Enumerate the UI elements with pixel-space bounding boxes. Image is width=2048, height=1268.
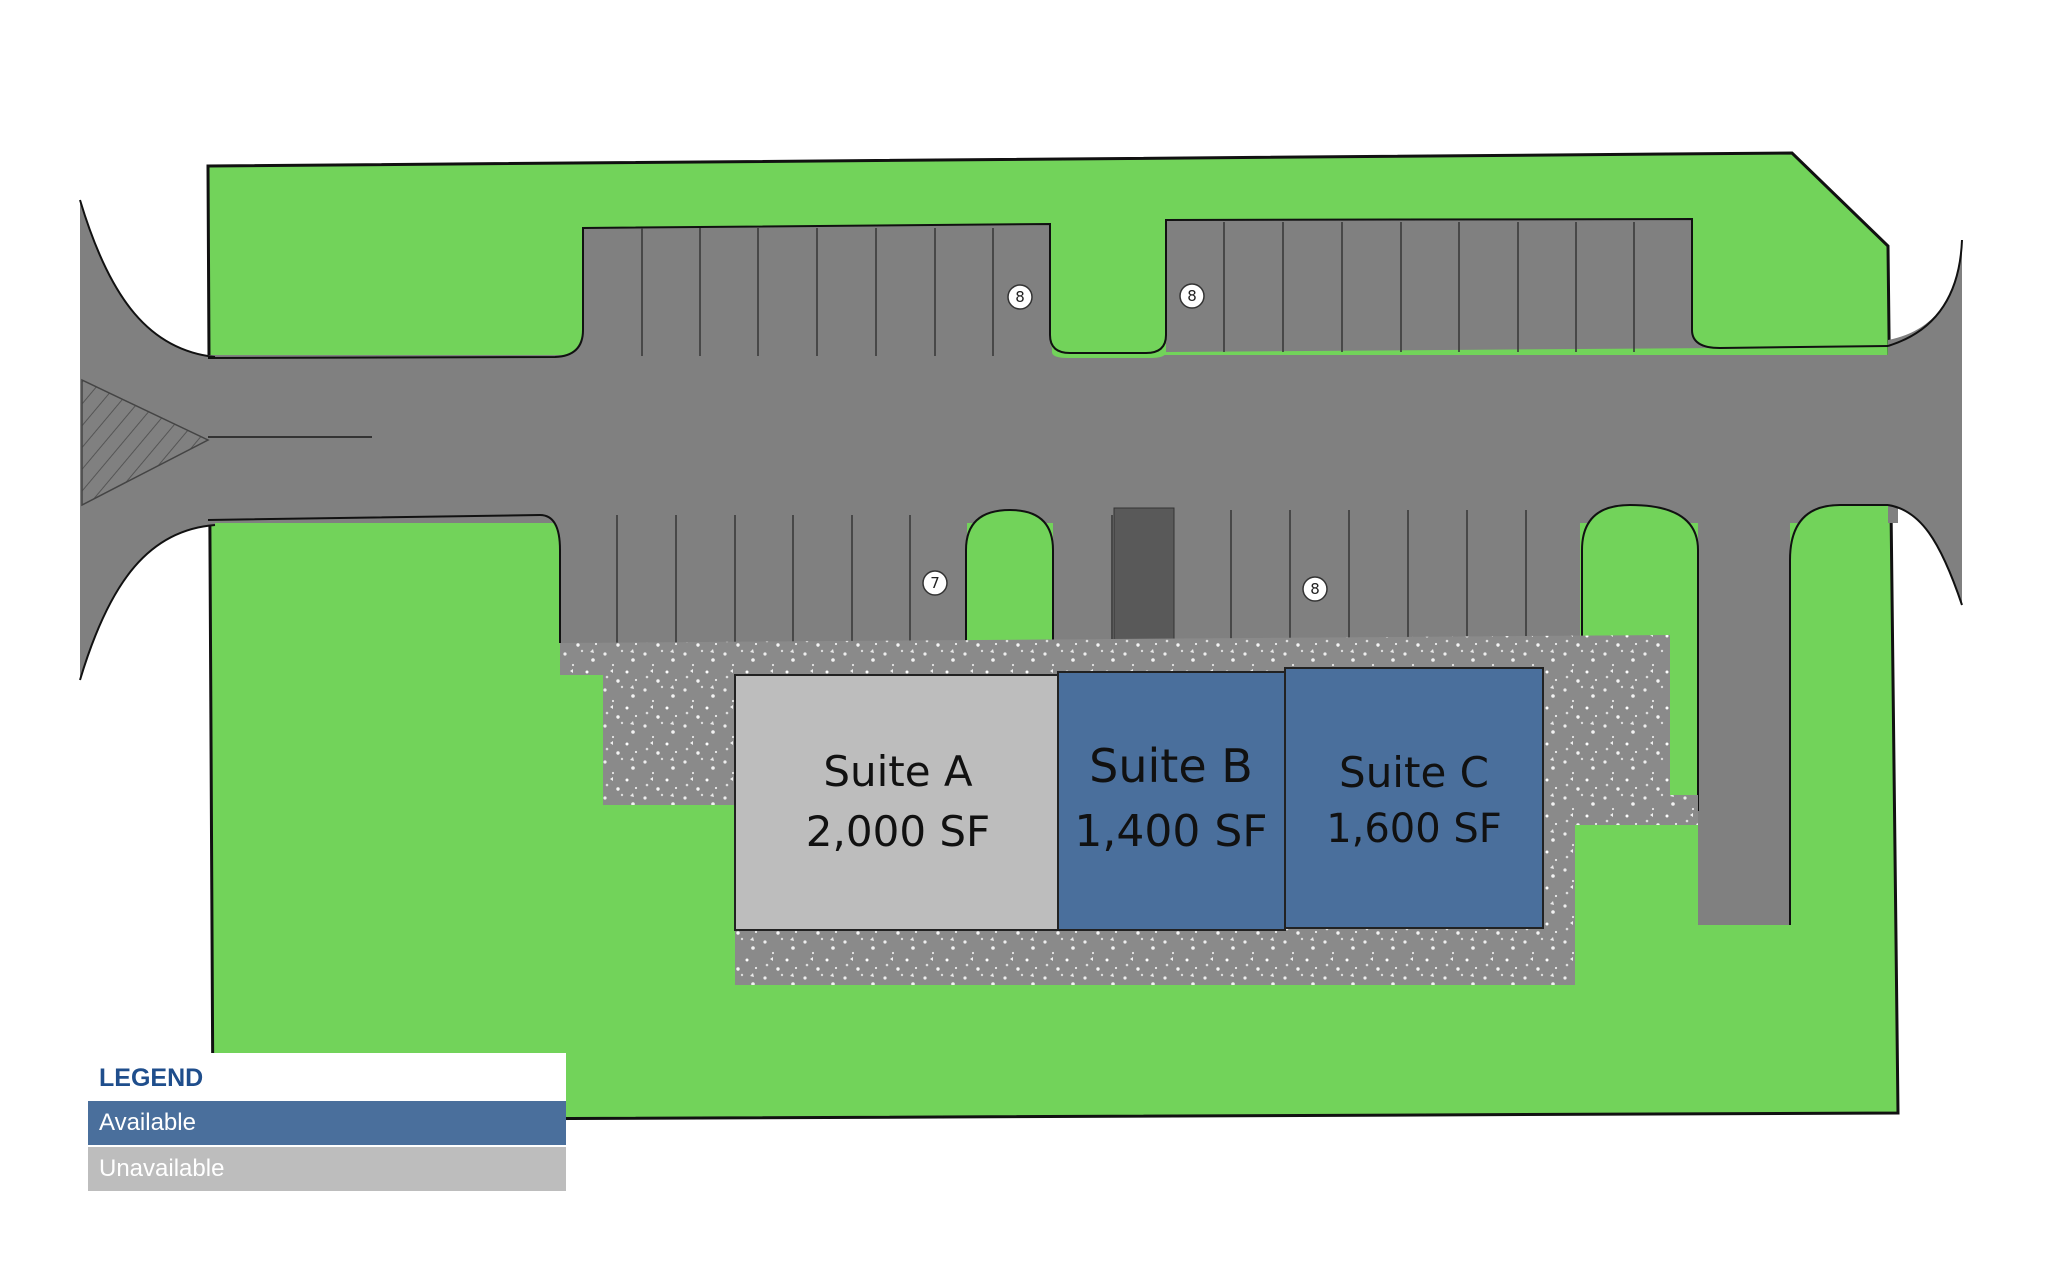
legend-item-available: Available xyxy=(88,1101,566,1145)
parking-stalls-top xyxy=(641,222,1635,356)
suite-b-area: 1,400 SF xyxy=(1074,806,1267,857)
curb-lines xyxy=(79,199,1963,925)
suite-b[interactable] xyxy=(1057,671,1286,931)
legend-item-unavailable: Unavailable xyxy=(88,1147,566,1191)
suite-a[interactable] xyxy=(734,674,1059,931)
suite-a-area: 2,000 SF xyxy=(806,807,990,856)
sidewalk-west xyxy=(603,670,735,805)
stall-count-bottom-right: 8 xyxy=(1310,580,1320,598)
legend: LEGEND Available Unavailable xyxy=(88,1053,566,1191)
suite-c-area: 1,600 SF xyxy=(1326,806,1502,852)
legend-title: LEGEND xyxy=(88,1053,566,1101)
stall-count-top-left: 8 xyxy=(1015,288,1025,306)
building: Suite A 2,000 SF Suite B 1,400 SF Suite … xyxy=(734,667,1544,931)
suite-a-name: Suite A xyxy=(823,747,973,796)
stall-count-bottom-left: 7 xyxy=(930,574,940,592)
stall-count-markers: 8 8 7 8 xyxy=(922,283,1328,602)
stall-count-top-right: 8 xyxy=(1187,287,1197,305)
suite-b-name: Suite B xyxy=(1089,739,1253,793)
entrance-hatching xyxy=(81,378,210,507)
suite-c-name: Suite C xyxy=(1339,748,1489,797)
dumpster-pad xyxy=(1113,507,1175,644)
sidewalk-rear xyxy=(735,925,1575,985)
suite-c[interactable] xyxy=(1284,667,1544,929)
